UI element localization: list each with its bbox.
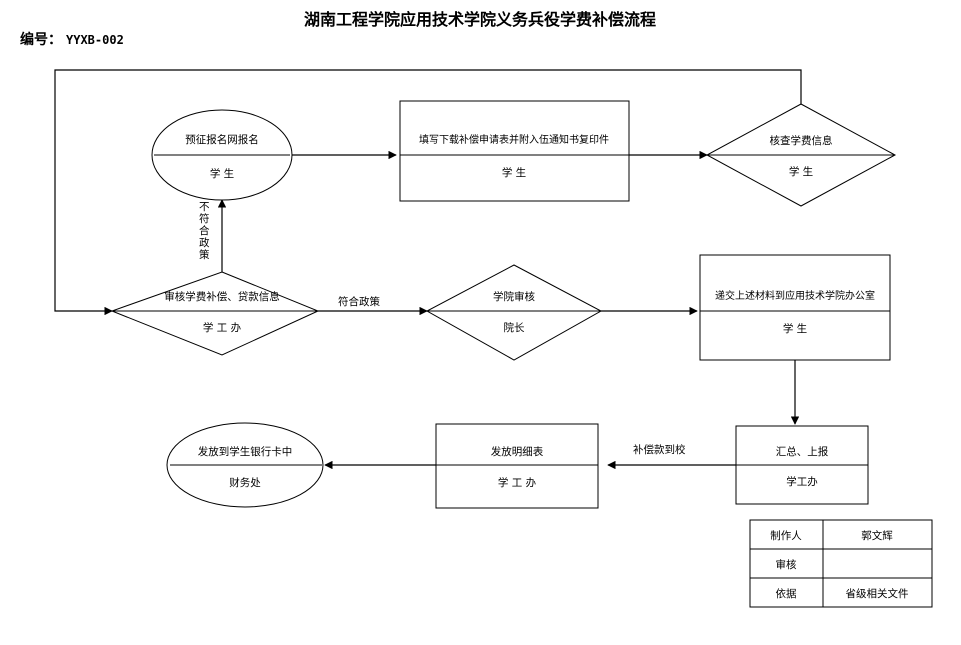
node-disburse-card[interactable]: 发放到学生银行卡中 财务处 bbox=[166, 422, 324, 508]
submit-materials-shape bbox=[699, 254, 891, 361]
node-detail-sheet[interactable]: 发放明细表 学 工 办 bbox=[435, 423, 599, 509]
table-row: 审核 bbox=[776, 558, 797, 571]
verify-fee-actor: 学 生 bbox=[789, 165, 813, 178]
node-fill-form[interactable]: 填写下载补偿申请表并附入伍通知书复印件 学 生 bbox=[399, 100, 630, 202]
node-college-review[interactable]: 学院审核 院长 bbox=[425, 264, 603, 361]
disburse-card-title: 发放到学生银行卡中 bbox=[198, 445, 293, 458]
college-review-actor: 院长 bbox=[504, 321, 525, 334]
edge-label-not-eligible: 不符合政策 bbox=[199, 201, 210, 261]
review-subsidy-shape bbox=[110, 271, 320, 356]
signature-row-value-2: 省级相关文件 bbox=[846, 587, 909, 600]
edge-label-eligible: 符合政策 bbox=[338, 295, 380, 308]
doc-number-label: 编号： bbox=[20, 31, 62, 48]
verify-fee-title: 核查学费信息 bbox=[770, 134, 833, 147]
node-submit-materials[interactable]: 递交上述材料到应用技术学院办公室 学 生 bbox=[699, 254, 891, 361]
pre-register-title: 预征报名网报名 bbox=[185, 133, 259, 146]
detail-sheet-shape bbox=[435, 423, 599, 509]
fill-form-shape bbox=[399, 100, 630, 202]
signature-row-label-2: 依据 bbox=[776, 587, 797, 600]
submit-materials-actor: 学 生 bbox=[783, 322, 807, 335]
college-review-title: 学院审核 bbox=[493, 290, 535, 303]
review-subsidy-title: 审核学费补偿、贷款信息 bbox=[164, 290, 280, 303]
table-row: 制作人 郭文辉 bbox=[770, 529, 893, 542]
table-row: 依据 省级相关文件 bbox=[776, 587, 909, 600]
node-review-subsidy[interactable]: 审核学费补偿、贷款信息 学 工 办 bbox=[110, 271, 320, 356]
detail-sheet-actor: 学 工 办 bbox=[498, 476, 537, 489]
pre-register-actor: 学 生 bbox=[210, 167, 234, 180]
fill-form-actor: 学 生 bbox=[502, 166, 526, 179]
node-pre-register[interactable]: 预征报名网报名 学 生 bbox=[151, 109, 293, 201]
signature-row-value-0: 郭文辉 bbox=[861, 529, 893, 542]
fill-form-title: 填写下载补偿申请表并附入伍通知书复印件 bbox=[419, 133, 609, 146]
page-title: 湖南工程学院应用技术学院义务兵役学费补偿流程 bbox=[304, 10, 656, 29]
node-verify-fee[interactable]: 核查学费信息 学 生 bbox=[705, 103, 897, 207]
signature-row-label-0: 制作人 bbox=[770, 529, 802, 542]
summarize-report-title: 汇总、上报 bbox=[776, 445, 829, 458]
disburse-card-actor: 财务处 bbox=[229, 476, 261, 489]
review-subsidy-actor: 学 工 办 bbox=[203, 321, 242, 334]
signature-row-label-1: 审核 bbox=[776, 558, 797, 571]
node-summarize-report[interactable]: 汇总、上报 学工办 bbox=[735, 425, 869, 505]
summarize-report-actor: 学工办 bbox=[786, 475, 818, 488]
detail-sheet-title: 发放明细表 bbox=[491, 445, 544, 458]
signature-table: 制作人 郭文辉 审核 依据 省级相关文件 bbox=[749, 519, 933, 608]
doc-number-value: YYXB-002 bbox=[66, 33, 124, 47]
college-review-shape bbox=[425, 264, 603, 361]
connector-verify-to-review bbox=[54, 69, 802, 316]
signature-table-border bbox=[749, 519, 933, 608]
edge-label-funds-arrived: 补偿款到校 bbox=[633, 443, 686, 456]
submit-materials-title: 递交上述材料到应用技术学院办公室 bbox=[715, 289, 875, 302]
